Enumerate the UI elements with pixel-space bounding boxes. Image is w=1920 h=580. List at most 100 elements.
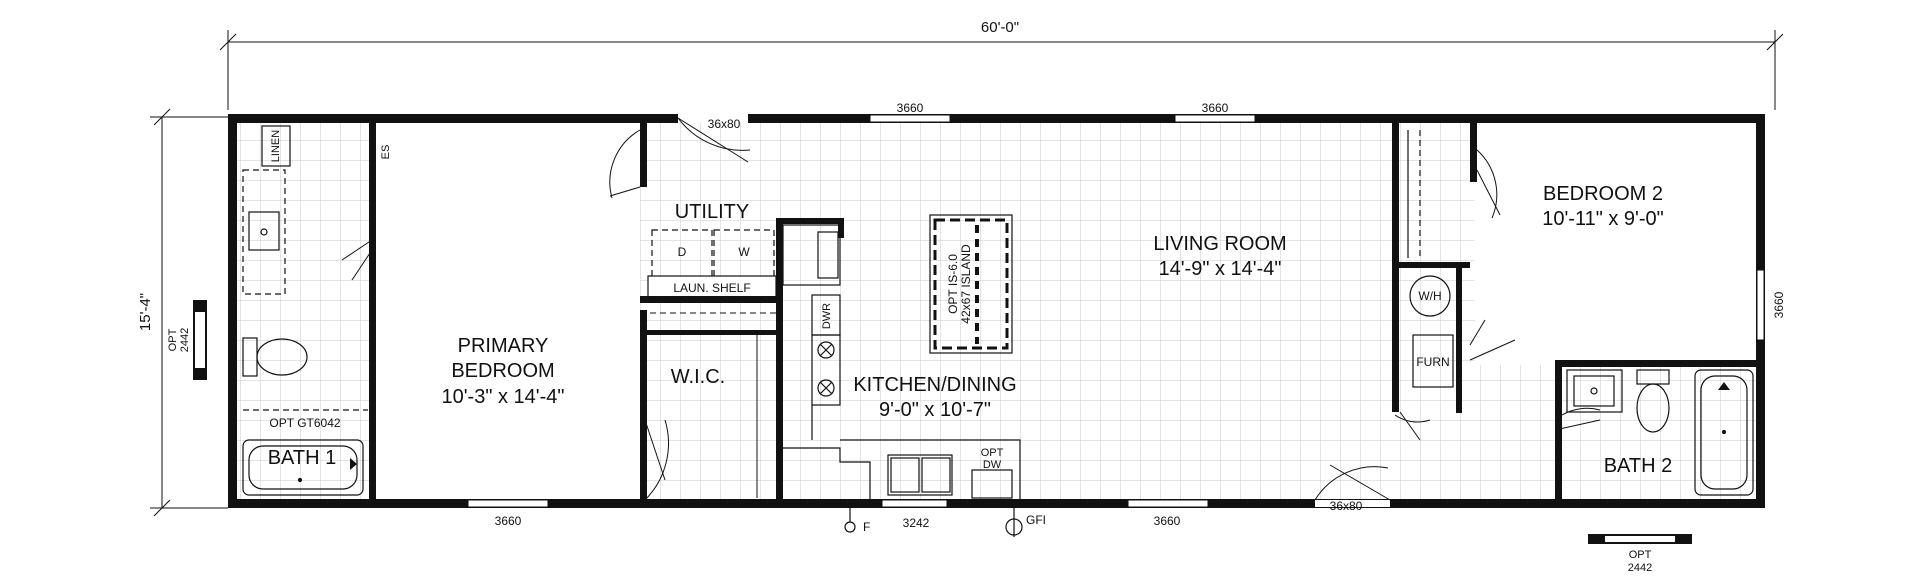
- window-bottom-3-label: 3660: [1154, 514, 1181, 528]
- bath2-fixtures: [1566, 369, 1754, 496]
- tile-floors: [232, 122, 1758, 500]
- range: [811, 334, 841, 406]
- utility-tile: [640, 122, 790, 222]
- wall-bedroom-wic: [640, 310, 647, 500]
- linen-label: LINEN: [270, 130, 282, 162]
- window-top-2-label: 3660: [1202, 101, 1229, 115]
- primary-bedroom-size: 10'-3" x 14'-4": [441, 386, 564, 408]
- dryer-label: D: [678, 245, 687, 259]
- opt-window-bottom-label-2: 2442: [1628, 562, 1652, 574]
- hall-utilities: [1407, 130, 1454, 388]
- kitchen-counters: [782, 224, 1021, 499]
- opt-window-left-label-2: 2442: [179, 328, 191, 352]
- opt-window-bottom-label-1: OPT: [1629, 549, 1652, 561]
- bath2-faucet-icon: [1718, 382, 1730, 390]
- utility-name: UTILITY: [675, 201, 749, 223]
- opt-window-left-label-1: OPT: [167, 328, 179, 351]
- exterior-fixtures: [844, 508, 1023, 537]
- bath2-tub: [1694, 369, 1754, 496]
- kitchen-wall-top: [778, 218, 844, 224]
- es-label: ES: [380, 145, 392, 160]
- bath2-toilet-bowl: [1636, 383, 1670, 433]
- window-top-1: [869, 114, 951, 123]
- bath2-name: BATH 2: [1604, 455, 1673, 477]
- washer: [713, 229, 775, 279]
- window-bottom-1: [467, 499, 549, 508]
- wall-utility-wic: [640, 330, 778, 335]
- primary-bedroom-name-1: PRIMARY: [458, 335, 549, 357]
- windows: [467, 114, 1765, 508]
- wall-bed2-bottom: [1555, 360, 1756, 367]
- island-label-1: OPT IS-6.0: [946, 254, 960, 314]
- vanity: [242, 169, 286, 295]
- bath1-sink: [248, 211, 280, 251]
- primary-bedroom: PRIMARY BEDROOM 10'-3" x 14'-4": [441, 335, 564, 408]
- opt-dw-label-1: OPT: [981, 447, 1004, 459]
- door-gap-bottom: [1315, 500, 1390, 507]
- faucet-label: F: [863, 520, 870, 534]
- bath1-toilet-bowl: [256, 338, 308, 376]
- kitchen-wall-stub: [838, 218, 844, 238]
- opt-dishwasher: [971, 469, 1013, 499]
- living-room-name: LIVING ROOM: [1153, 233, 1286, 255]
- linen-closet: [261, 125, 291, 167]
- door-bottom-label: 36x80: [1330, 499, 1363, 513]
- furnace: [1412, 334, 1454, 388]
- bath1-name: BATH 1: [268, 447, 337, 469]
- wall-wic-right: [776, 218, 783, 500]
- kitchen-size: 9'-0" x 10'-7": [879, 399, 991, 421]
- kitchen-sink: [887, 454, 953, 496]
- opt-window-left-gap: [195, 312, 205, 368]
- window-bottom-2-label: 3242: [903, 516, 930, 530]
- interior-walls: [369, 122, 1756, 500]
- opt-tub-label: OPT GT6042: [269, 416, 340, 430]
- window-bottom-3: [1127, 499, 1209, 508]
- laun-shelf-label: LAUN. SHELF: [673, 281, 750, 295]
- door-swings: [341, 117, 1601, 501]
- washer-label: W: [738, 245, 750, 259]
- opt-island: [929, 214, 1013, 354]
- kitchen-name: KITCHEN/DINING: [853, 374, 1016, 396]
- wall-bath1-bedroom: [369, 122, 376, 500]
- bath1-faucet-icon: [350, 458, 357, 470]
- utility-room: [647, 229, 777, 299]
- window-right-label: 3660: [1772, 291, 1786, 318]
- overall-dimension-lines: [150, 30, 1784, 517]
- primary-bedroom-name-2: BEDROOM: [451, 360, 554, 382]
- wall-bath2-left: [1555, 360, 1562, 500]
- window-bottom-1-label: 3660: [495, 514, 522, 528]
- gfi-label: GFI: [1026, 513, 1046, 527]
- faucet-icon: [844, 521, 856, 533]
- wic-name: W.I.C.: [671, 366, 725, 388]
- bedroom2-size: 10'-11" x 9'-0": [1542, 208, 1664, 230]
- island-label-2: 42x67 ISLAND: [959, 244, 973, 324]
- wall-wh-top: [1399, 262, 1470, 268]
- bedroom2-name: BEDROOM 2: [1543, 183, 1663, 205]
- wall-furn-right: [1456, 268, 1462, 413]
- hall-right-tile: [1395, 122, 1475, 500]
- furn-label: FURN: [1416, 355, 1449, 369]
- bath1-fixtures: [242, 125, 368, 496]
- wic-tile: [650, 310, 780, 500]
- wall-bedroom-utility: [640, 122, 647, 187]
- utility-divider: [648, 296, 778, 300]
- fridge: [782, 224, 841, 286]
- wall-hall-left: [1392, 122, 1399, 412]
- dryer: [651, 229, 713, 279]
- water-heater: [1409, 275, 1451, 317]
- window-top-2: [1174, 114, 1256, 123]
- living-room-size: 14'-9" x 14'-4": [1158, 258, 1281, 280]
- wall-bed2-left: [1470, 122, 1477, 182]
- door-top-label: 36x80: [708, 117, 741, 131]
- opt-window-bottom-gap: [1605, 536, 1675, 542]
- wic-room: [650, 312, 776, 498]
- window-top-1-label: 3660: [897, 101, 924, 115]
- window-right: [1756, 269, 1765, 341]
- wh-label: W/H: [1418, 289, 1441, 303]
- dwr-label: DWR: [821, 303, 833, 329]
- overall-width-label: 15'-4": [137, 293, 154, 331]
- bath1-tub: [242, 439, 364, 496]
- hall-lower-tile: [1475, 365, 1560, 500]
- opt-dw-label-2: DW: [983, 459, 1002, 471]
